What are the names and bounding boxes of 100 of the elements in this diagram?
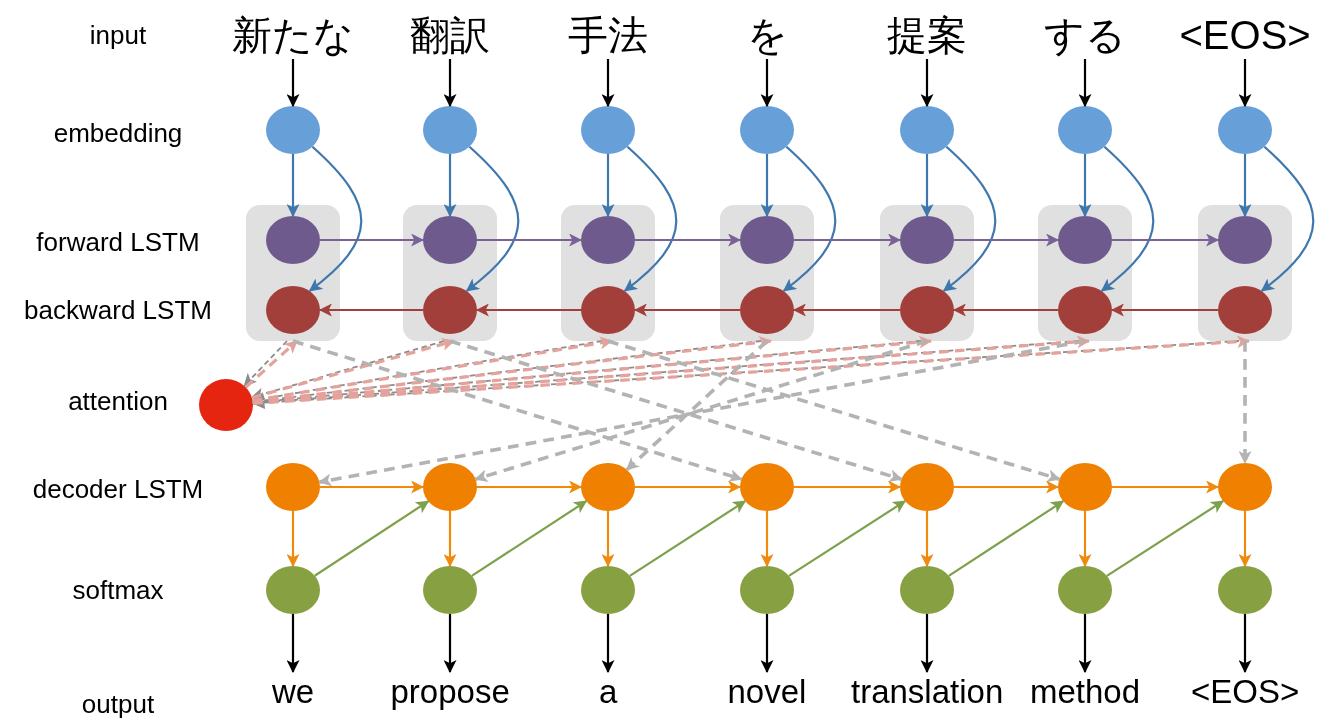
arrow	[920, 614, 934, 674]
softmax-node	[900, 566, 954, 614]
output-word: a	[599, 674, 617, 710]
output-word: propose	[390, 674, 510, 710]
decoder-lstm-node	[423, 463, 477, 511]
arrow	[1106, 500, 1225, 577]
decoder-lstm-node	[1058, 463, 1112, 511]
embedding-node	[423, 106, 477, 154]
decoder-lstm-node	[740, 463, 794, 511]
input-word: 翻訳	[410, 13, 490, 57]
arrow	[477, 480, 583, 494]
lstm-cell-box	[246, 205, 340, 341]
arrow	[601, 614, 615, 674]
arrow	[629, 500, 747, 577]
backward-lstm-node	[1218, 286, 1272, 334]
backward-lstm-node	[1058, 286, 1112, 334]
arrow	[920, 511, 934, 568]
backward-lstm-node	[266, 286, 320, 334]
softmax-node	[266, 566, 320, 614]
arrow	[475, 303, 581, 317]
lstm-cell-box	[880, 205, 974, 341]
arrow	[286, 511, 300, 568]
arrow	[443, 614, 457, 674]
arrow	[320, 480, 425, 494]
dashed-arrow	[243, 340, 288, 387]
arrow	[1078, 614, 1092, 674]
embedding-node	[581, 106, 635, 154]
dashed-arrow	[318, 339, 1086, 487]
forward-lstm-node	[900, 216, 954, 264]
arrow	[1260, 146, 1315, 292]
arrow	[1078, 511, 1092, 568]
embedding-node	[266, 106, 320, 154]
arrow	[635, 480, 742, 494]
forward-lstm-node	[1218, 216, 1272, 264]
arrow	[286, 154, 300, 218]
arrow	[320, 233, 425, 247]
arrow	[794, 480, 902, 494]
row-label: forward LSTM	[36, 227, 200, 257]
forward-lstm-node	[423, 216, 477, 264]
input-word: を	[746, 13, 788, 57]
softmax-node	[581, 566, 635, 614]
arrow	[443, 59, 457, 108]
arrow	[286, 614, 300, 674]
softmax-node	[1058, 566, 1112, 614]
arrow	[443, 511, 457, 568]
arrow	[920, 59, 934, 108]
arrow	[286, 59, 300, 108]
arrow	[760, 614, 774, 674]
dashed-arrow	[625, 339, 769, 472]
arrow	[948, 500, 1065, 577]
arrow	[760, 59, 774, 108]
arrow	[792, 303, 900, 317]
lstm-cell-box	[403, 205, 497, 341]
input-word: 新たな	[232, 13, 354, 57]
arrow	[920, 154, 934, 218]
arrow	[1112, 233, 1220, 247]
backward-lstm-node	[581, 286, 635, 334]
backward-lstm-node	[900, 286, 954, 334]
embedding-node	[1058, 106, 1112, 154]
output-word: we	[272, 674, 314, 710]
softmax-node	[740, 566, 794, 614]
arrow	[1238, 154, 1252, 218]
row-label: attention	[68, 386, 168, 416]
output-word: translation	[851, 674, 1003, 710]
row-label: embedding	[53, 118, 183, 148]
row-label: softmax	[72, 575, 164, 605]
row-label: output	[81, 689, 155, 719]
arrow	[443, 154, 457, 218]
arrow	[942, 146, 997, 292]
row-label: input	[89, 20, 147, 50]
arrow	[788, 500, 907, 577]
dashed-arrow	[292, 339, 743, 482]
row-label: decoder LSTM	[32, 474, 204, 504]
arrow	[1238, 614, 1252, 674]
arrow	[635, 233, 742, 247]
arrow	[633, 303, 740, 317]
arrow	[1078, 154, 1092, 218]
row-label: backward LSTM	[24, 295, 212, 325]
arrow	[794, 233, 902, 247]
arrow	[477, 233, 583, 247]
embedding-node	[740, 106, 794, 154]
forward-lstm-node	[740, 216, 794, 264]
arrow	[1100, 146, 1155, 292]
arrow	[471, 500, 588, 577]
input-word: 手法	[568, 13, 648, 57]
arrow	[760, 511, 774, 568]
input-word: 提案	[887, 13, 967, 57]
attention-node	[199, 379, 253, 431]
decoder-lstm-node	[266, 463, 320, 511]
dashed-arrow	[607, 339, 1061, 482]
arrow	[308, 146, 363, 292]
dashed-arrow	[244, 339, 299, 389]
arrow	[465, 146, 520, 292]
dashed-arrow	[1238, 341, 1252, 465]
arrow	[1078, 59, 1092, 108]
arrow	[954, 233, 1060, 247]
lstm-cell-box	[1198, 205, 1292, 341]
arrow	[1238, 511, 1252, 568]
arrow	[318, 303, 423, 317]
embedding-node	[1218, 106, 1272, 154]
